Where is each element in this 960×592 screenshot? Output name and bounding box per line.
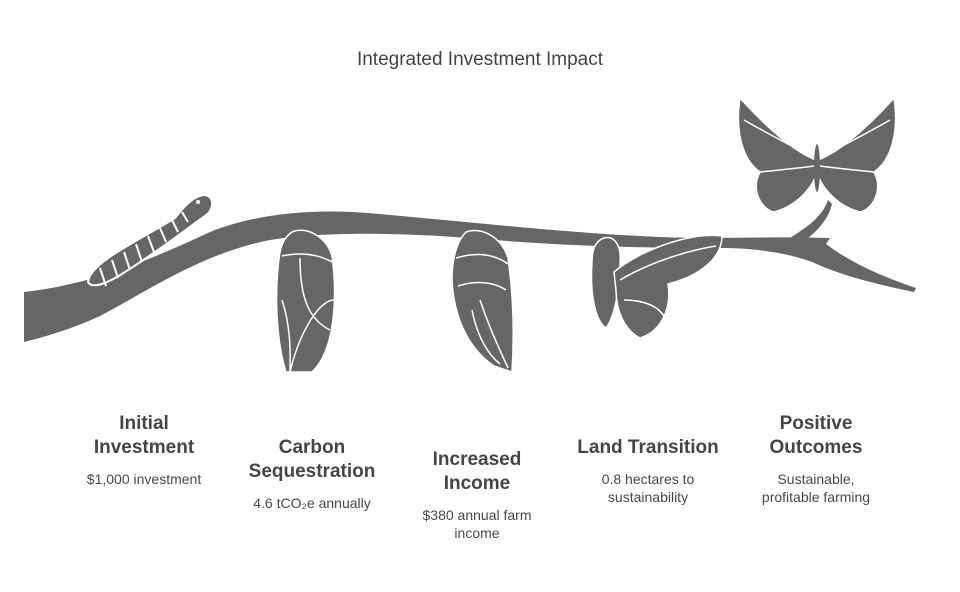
stage-description: $1,000 investment bbox=[86, 471, 202, 487]
stage-description: $380 annual farm income bbox=[422, 507, 532, 541]
stage-title: Land Transition bbox=[577, 437, 719, 458]
emerging-butterfly-icon bbox=[590, 234, 723, 339]
stage-description: Sustainable, profitable farming bbox=[761, 471, 871, 505]
stage-carbon-sequestration: Carbon Sequestration 4.6 tCO₂e annually bbox=[227, 436, 397, 512]
chrysalis-opening-icon bbox=[451, 229, 514, 374]
diagram-title: Integrated Investment Impact bbox=[356, 49, 604, 70]
stage-description: 0.8 hectares to sustainability bbox=[601, 471, 695, 505]
butterfly-icon bbox=[737, 96, 897, 213]
stage-description: 4.6 tCO₂e annually bbox=[253, 495, 371, 511]
stage-increased-income: Increased Income $380 annual farm income bbox=[392, 448, 562, 542]
caterpillar-icon bbox=[86, 193, 214, 287]
stage-title: Increased Income bbox=[432, 449, 522, 494]
stage-positive-outcomes: Positive Outcomes Sustainable, profitabl… bbox=[731, 412, 901, 506]
stage-title: Initial Investment bbox=[93, 413, 195, 458]
stage-initial-investment: Initial Investment $1,000 investment bbox=[59, 412, 229, 488]
stage-land-transition: Land Transition 0.8 hectares to sustaina… bbox=[563, 436, 733, 506]
chrysalis-icon bbox=[275, 229, 336, 373]
stage-title: Carbon Sequestration bbox=[248, 437, 376, 482]
stage-title: Positive Outcomes bbox=[769, 413, 863, 458]
